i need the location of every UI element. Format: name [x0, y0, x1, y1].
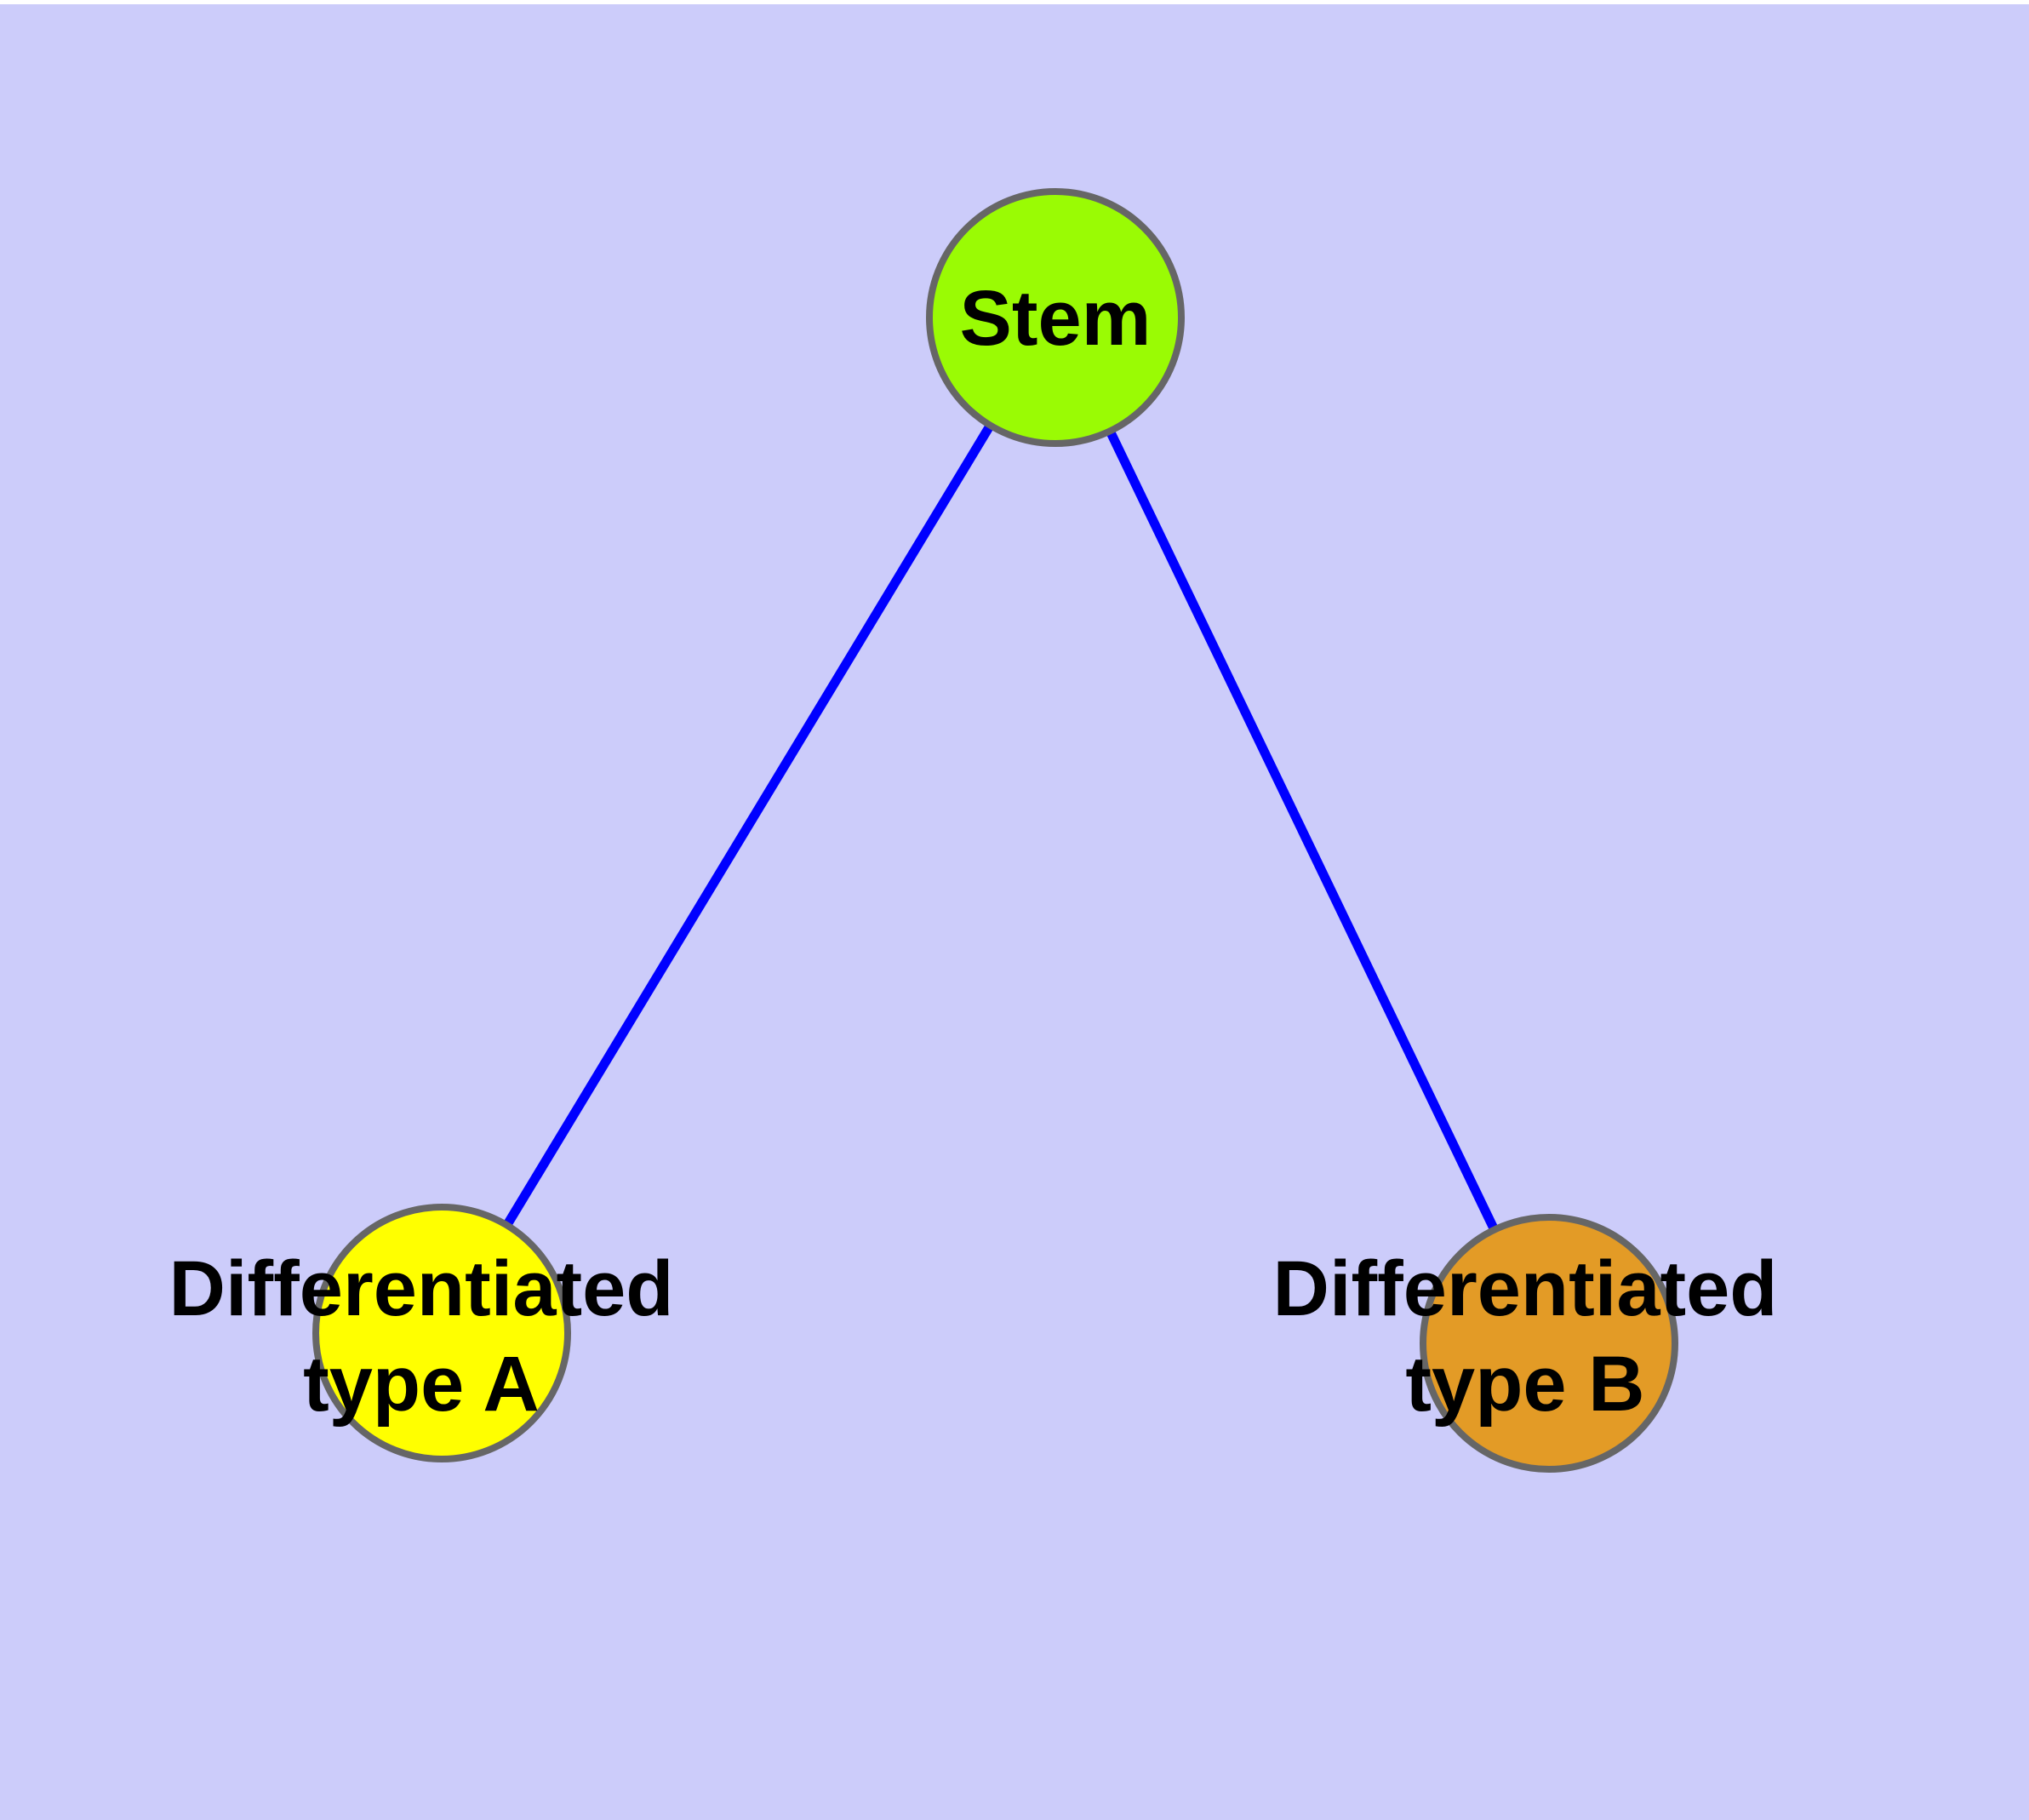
- node-label-line: type B: [1405, 1341, 1644, 1428]
- node-label-line: Differentiated: [1273, 1245, 1778, 1332]
- graph-edge-stem-to-a[interactable]: [437, 315, 1060, 1336]
- graph-node-diff_a[interactable]: [312, 1204, 571, 1462]
- node-label-line: type A: [303, 1341, 540, 1428]
- graph-edge-stem-to-b[interactable]: [1051, 315, 1553, 1346]
- node-label-diff_a: Differentiated type A: [169, 1245, 674, 1428]
- node-label-line: Stem: [960, 275, 1152, 362]
- node-label-diff_b: Differentiated type B: [1273, 1245, 1778, 1428]
- graph-node-stem[interactable]: [926, 188, 1185, 447]
- edges-layer: [437, 315, 1553, 1346]
- graph-node-diff_b[interactable]: [1420, 1214, 1678, 1473]
- nodes-layer: [312, 188, 1678, 1473]
- node-label-stem: Stem: [960, 275, 1152, 362]
- node-label-line: Differentiated: [169, 1245, 674, 1332]
